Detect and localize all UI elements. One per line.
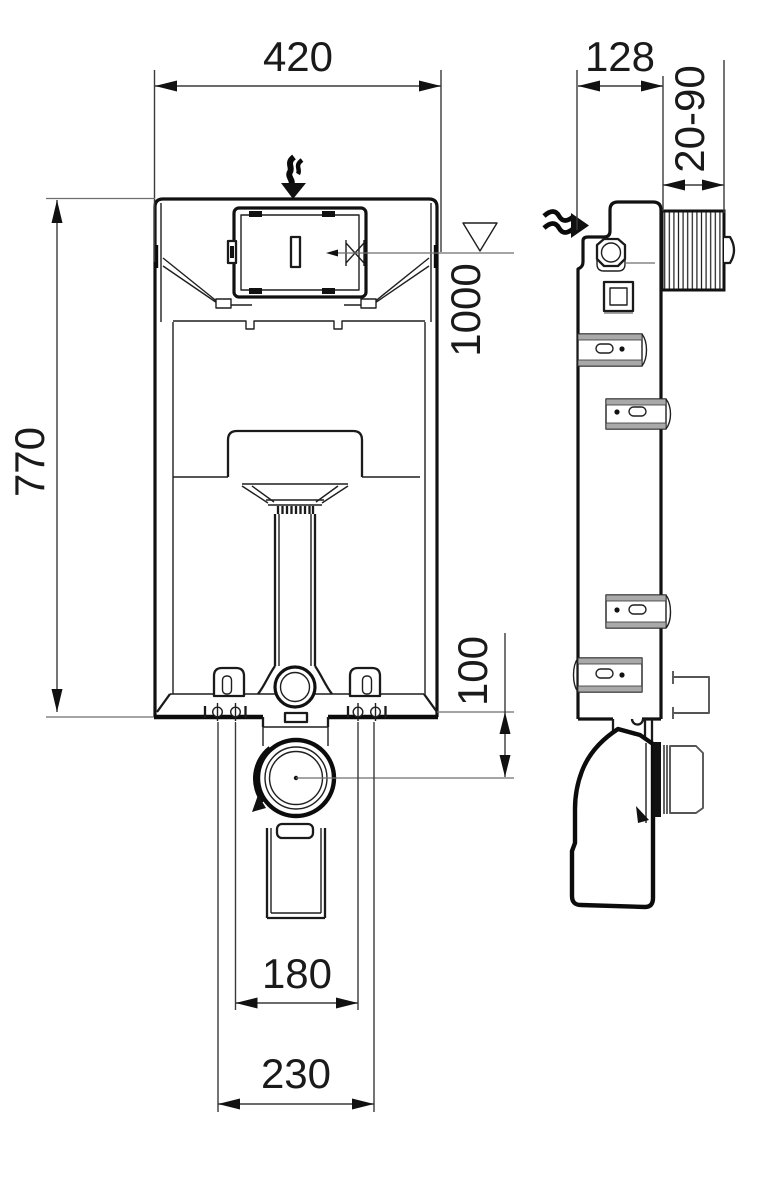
inverted-triangle-level-icon <box>462 222 498 252</box>
shoulder-slopes <box>162 257 430 308</box>
wall-hatch-block <box>660 209 736 292</box>
flush-pipe <box>273 514 317 666</box>
service-opening <box>602 280 635 313</box>
side-outline <box>576 200 663 719</box>
anchor-bolts <box>203 703 387 721</box>
squiggle-arrow-right-icon <box>542 209 576 223</box>
side-view <box>569 200 736 910</box>
dim-front-height: 770 <box>6 427 53 497</box>
mounting-bracket-1 <box>577 333 648 367</box>
mounting-bracket-4 <box>572 657 643 693</box>
dimension-annotations: 420 770 1000 100 180 230 128 <box>6 33 725 1112</box>
front-outline <box>153 197 439 717</box>
water-inlet-front <box>281 154 306 199</box>
dim-outlet-offset: 100 <box>449 636 496 706</box>
front-view <box>153 197 439 920</box>
inlet-valve <box>595 237 655 272</box>
waste-elbow <box>569 726 704 910</box>
dim-fixing-inner: 180 <box>262 950 332 997</box>
dim-actuator-height: 1000 <box>442 263 489 356</box>
dim-wall-range: 20-90 <box>666 65 713 172</box>
mounting-bracket-2 <box>605 398 672 430</box>
flush-valve-assembly <box>173 429 420 695</box>
lower-drain-pipe <box>265 822 327 920</box>
dim-fixing-outer: 230 <box>261 1050 331 1097</box>
actuator-slot <box>289 235 302 269</box>
squiggle-arrow-down-icon <box>286 154 297 187</box>
dim-side-depth: 128 <box>585 33 655 80</box>
outlet-stub <box>672 671 710 719</box>
water-inlet-side <box>542 209 589 238</box>
dim-front-width: 420 <box>263 33 333 80</box>
mounting-bracket-3 <box>605 594 672 629</box>
